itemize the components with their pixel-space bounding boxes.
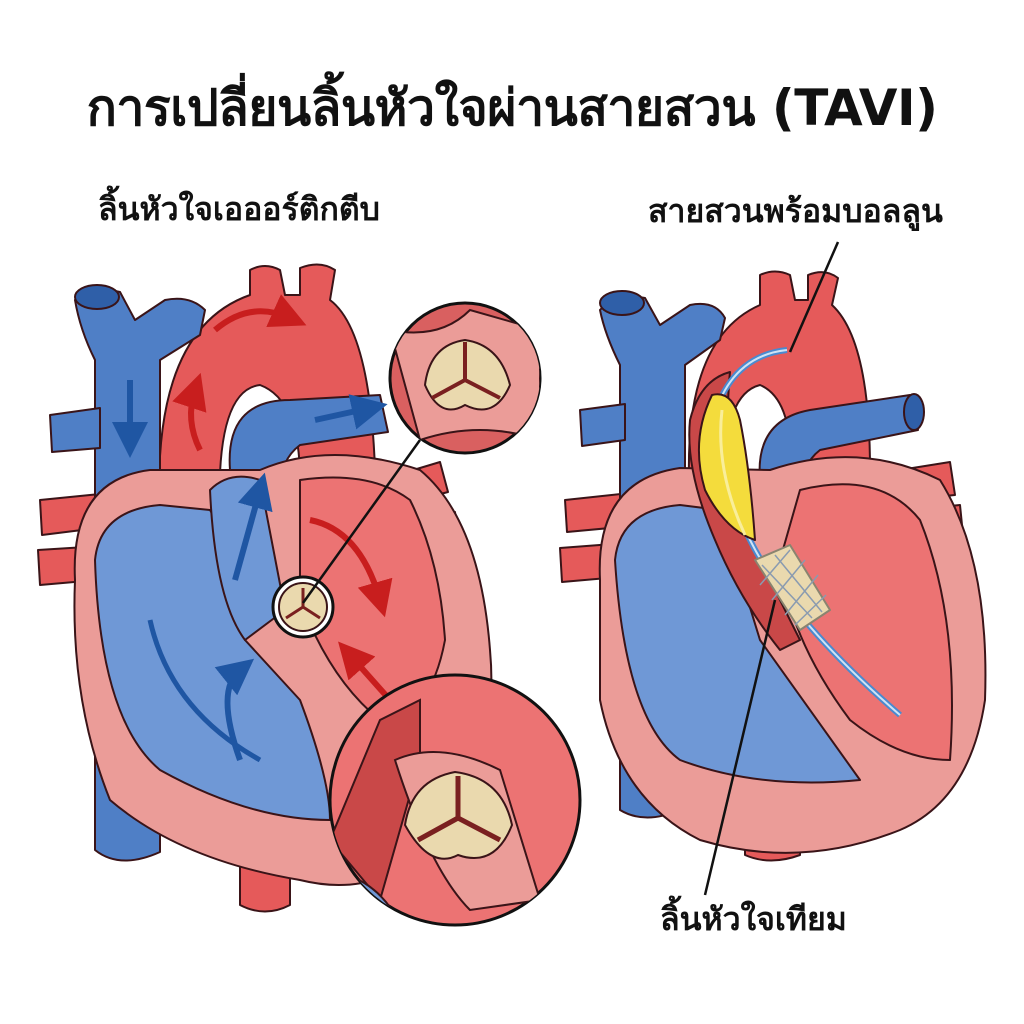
valve-inset-top [388, 301, 542, 455]
page-title: การเปลี่ยนลิ้นหัวใจผ่านสายสวน (TAVI) [86, 79, 938, 137]
stent-valve [754, 544, 831, 631]
valve-inset-bottom [328, 673, 582, 927]
right-heart [559, 241, 987, 896]
stenotic-valve-label: ลิ้นหัวใจเอออร์ติกตีบ [98, 190, 380, 228]
balloon-catheter-label: สายสวนพร้อมบอลลูน [648, 192, 943, 230]
prosthetic-valve-label: ลิ้นหัวใจเทียม [660, 900, 847, 938]
left-heart [37, 263, 493, 913]
